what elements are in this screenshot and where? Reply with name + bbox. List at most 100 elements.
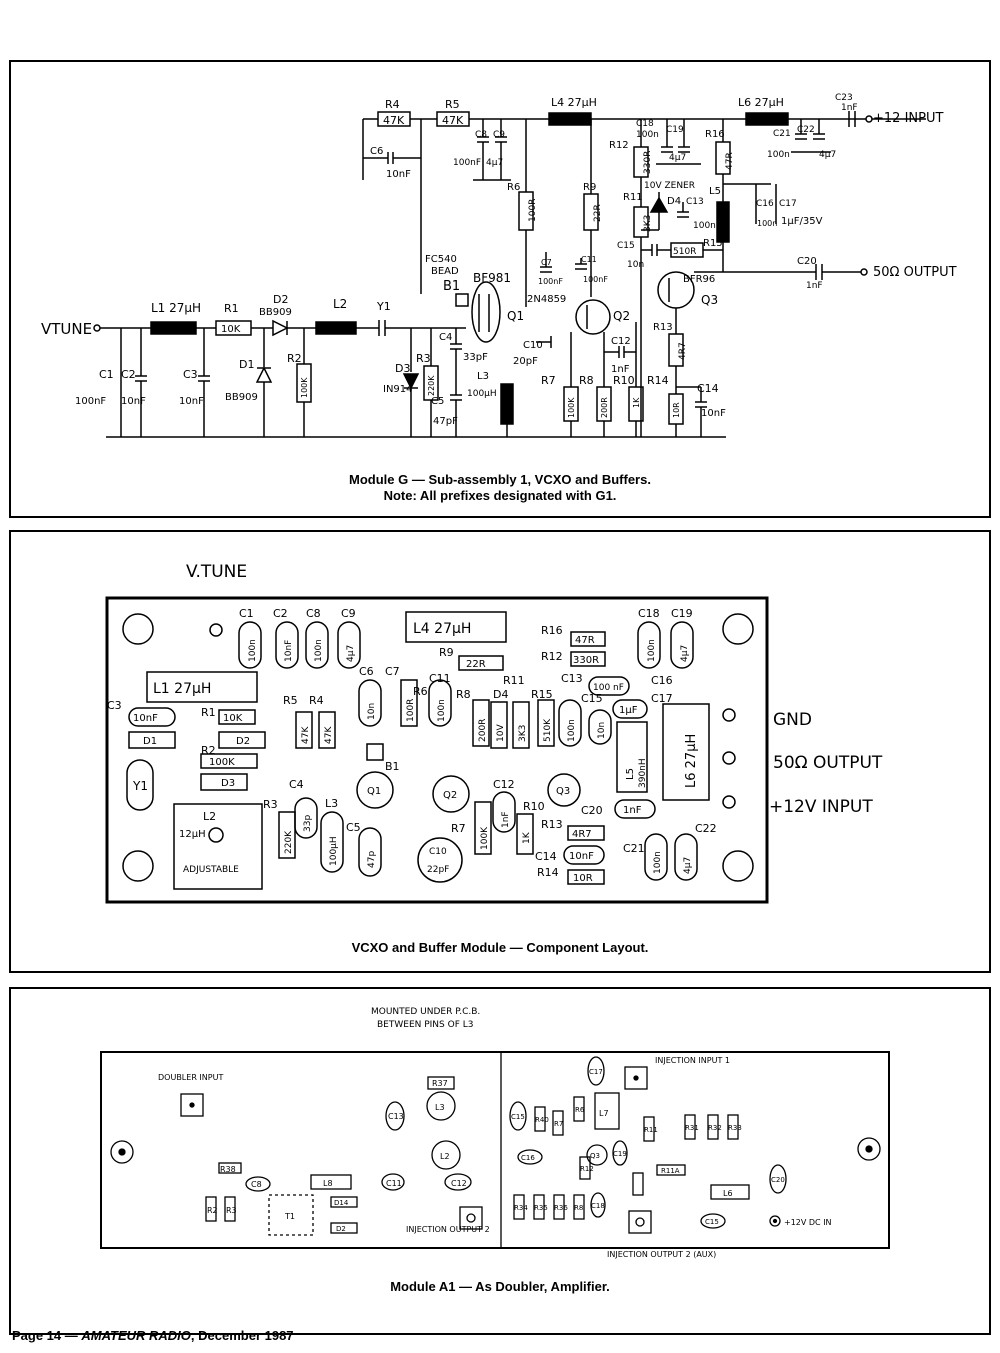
a1-injection-input1: INJECTION INPUT 1 [655, 1056, 730, 1065]
label-c19: C19 [666, 125, 684, 135]
a1-lbl-r11: R11 [644, 1126, 658, 1134]
lbl-r14: R14 [537, 866, 559, 879]
lbl-r8: R8 [456, 688, 471, 701]
lbl-c6: C6 [359, 665, 374, 678]
lbl-c22v: 4μ7 [683, 857, 693, 874]
lbl-c14v: 10nF [569, 851, 594, 862]
a1-lbl-r38: R38 [220, 1165, 236, 1174]
lbl-c9v: 4μ7 [346, 645, 356, 662]
lbl-r12: R12 [541, 650, 563, 663]
d1-diode [255, 366, 273, 383]
l1-inductor [150, 321, 197, 335]
a1-mount-hole-right [857, 1137, 881, 1161]
label-c5v: 47pF [433, 416, 458, 427]
label-r2v: 100K [300, 377, 309, 398]
layout-panel: V.TUNE GND 50Ω OUTPUT +12V INPUT C1 100n… [9, 530, 991, 973]
lbl-c22: C22 [695, 822, 717, 835]
label-q2n: 2N4859 [527, 294, 566, 305]
lbl-r14v: 10R [573, 873, 593, 884]
label-c20: C20 [797, 256, 817, 267]
label-c15: C15 [617, 241, 635, 251]
lbl-b1: B1 [385, 760, 400, 773]
lbl-r6v: 100R [406, 699, 416, 722]
lbl-q2: Q2 [443, 790, 457, 801]
label-c3: C3 [183, 368, 198, 381]
a1-lbl-r11a: R11A [661, 1167, 680, 1175]
label-r1v: 10K [221, 324, 241, 335]
lbl-r13v: 4R7 [572, 829, 592, 840]
schematic-panel: VTUNE +12 INPUT 50Ω OUTPUT R4 47K R5 47K… [9, 60, 991, 518]
label-r1: R1 [224, 302, 239, 315]
lbl-c18v: 100n [647, 639, 657, 662]
lbl-r11: R11 [503, 674, 525, 687]
q2-transistor [575, 299, 611, 335]
lbl-c21v: 100n [653, 851, 663, 874]
schematic-caption-2: Note: All prefixes designated with G1. [383, 488, 617, 503]
lbl-y1: Y1 [132, 779, 148, 793]
label-d4: D4 [667, 196, 681, 207]
a1-note-line1: MOUNTED UNDER P.C.B. [371, 1007, 480, 1017]
r5-resistor [436, 111, 470, 127]
l4-inductor [548, 112, 592, 126]
a1-lbl-c18: C18 [591, 1202, 605, 1210]
label-c13: C13 [686, 197, 704, 207]
lbl-c14: C14 [535, 850, 557, 863]
lbl-d3: D3 [221, 778, 235, 789]
lbl-c12: C12 [493, 778, 515, 791]
label-r5v: 47K [442, 114, 464, 127]
label-bead: BEAD [431, 266, 459, 277]
b1-bead [455, 293, 469, 307]
label-l4: L4 27μH [551, 96, 597, 109]
lbl-c3: C3 [107, 699, 122, 712]
lbl-c19v: 4μ7 [680, 645, 690, 662]
l2-inductor [315, 321, 357, 335]
label-c16v: 100n [757, 219, 777, 228]
label-zener: 10V ZENER [644, 181, 695, 191]
lbl-l1: L1 27μH [153, 681, 211, 697]
a1-lbl-c19: C19 [613, 1150, 627, 1158]
lbl-r11v: 3K3 [518, 725, 528, 742]
label-r11: R11 [623, 192, 643, 203]
lbl-q3: Q3 [556, 786, 570, 797]
mount-hole-tl [122, 613, 154, 645]
label-c14: C14 [697, 382, 719, 395]
a1-lbl-c12: C12 [451, 1179, 467, 1188]
lbl-l3v: 100μH [329, 836, 339, 866]
footer-magazine: AMATEUR RADIO [81, 1328, 191, 1343]
label-c6v: 10nF [386, 169, 411, 180]
a1-lbl-r8: R8 [574, 1204, 583, 1212]
label-c4v: 33pF [463, 352, 488, 363]
lbl-r12v: 330R [573, 655, 599, 666]
a1-lbl-q3: Q3 [590, 1152, 600, 1160]
label-c22: C22 [797, 125, 815, 135]
lbl-r8v: 200R [478, 719, 488, 742]
label-r4: R4 [385, 98, 400, 111]
lbl-c4: C4 [289, 778, 304, 791]
label-d2: D2 [273, 293, 288, 306]
lbl-c19: C19 [671, 607, 693, 620]
mount-hole-br [722, 850, 754, 882]
output-50-label: 50Ω OUTPUT [873, 265, 957, 280]
label-r3: R3 [416, 352, 431, 365]
label-b1: B1 [443, 279, 460, 294]
lbl-r5v: 47K [301, 726, 311, 744]
label-l1: L1 27μH [151, 301, 201, 315]
lbl-c6v: 10n [367, 703, 377, 720]
label-c3v: 10nF [179, 396, 204, 407]
label-r15v: 510R [673, 247, 696, 257]
lbl-r15v: 510K [543, 718, 553, 742]
lbl-c2: C2 [273, 607, 288, 620]
a1-injection-output2: INJECTION OUTPUT 2 [406, 1225, 490, 1234]
lbl-d2: D2 [236, 736, 250, 747]
layout-board-outline [105, 596, 769, 904]
lbl-c18: C18 [638, 607, 660, 620]
lbl-r9v: 22R [466, 659, 486, 670]
lbl-c20v: 1nF [623, 805, 642, 816]
label-bf981: BF981 [473, 271, 511, 285]
module-a1-panel: MOUNTED UNDER P.C.B. BETWEEN PINS OF L3 … [9, 987, 991, 1335]
lbl-c11v: 100n [437, 699, 447, 722]
lbl-c17: C17 [651, 692, 673, 705]
lbl-r7: R7 [451, 822, 466, 835]
mount-hole-tr [722, 613, 754, 645]
label-c17: C17 [779, 199, 797, 209]
